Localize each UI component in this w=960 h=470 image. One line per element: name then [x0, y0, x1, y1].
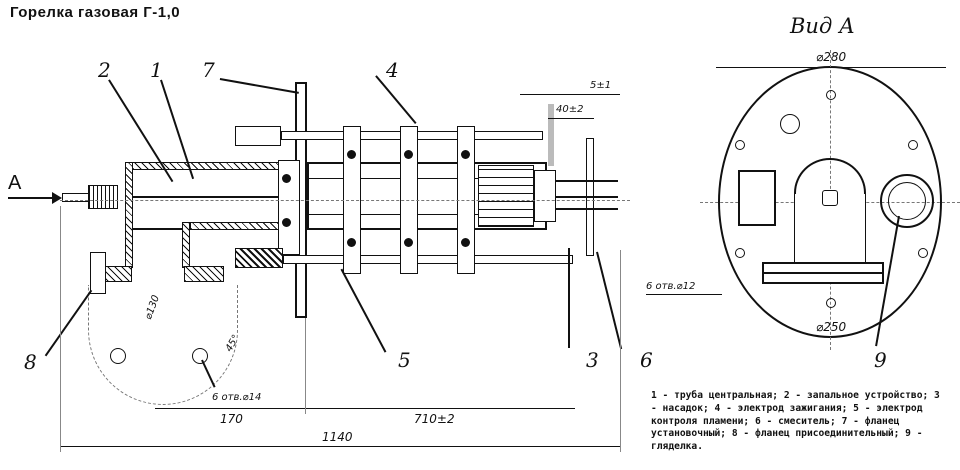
ext-right	[620, 250, 621, 452]
inlet-fitting	[88, 185, 118, 209]
elbow-wall-right	[182, 222, 190, 268]
clamp-1-bolt-bottom	[347, 238, 356, 247]
side-view: А	[8, 58, 653, 452]
mixer-rod-1	[556, 180, 618, 182]
mount-hole-2	[908, 140, 918, 150]
central-pipe-inner	[133, 196, 283, 198]
flange-hub	[278, 160, 300, 255]
dim-d280: ⌀280	[816, 50, 847, 64]
mount-hole-5	[735, 248, 745, 258]
flame-electrode-cap	[235, 248, 283, 268]
clamp-3-bolt-bottom	[461, 238, 470, 247]
dim-5-line	[520, 94, 620, 95]
mount-hole-1	[826, 90, 836, 100]
mixer-bracket	[794, 194, 866, 266]
dim-d250: ⌀250	[816, 320, 847, 334]
arrow-a-label: А	[8, 172, 22, 194]
callout-4: 4	[386, 58, 399, 82]
leader-5	[340, 268, 387, 353]
burner-tube-inner-bottom	[307, 214, 547, 215]
connection-flange-right	[184, 266, 224, 282]
dim-170: 170	[220, 412, 243, 426]
dim-1140: 1140	[322, 430, 353, 444]
callout-3: 3	[586, 348, 599, 372]
view-a: ⌀280 ⌀250	[680, 40, 960, 360]
leader-7	[219, 78, 299, 94]
mixer-rod-3	[556, 208, 618, 210]
hub-bolt-top	[282, 174, 291, 183]
drawing-title: Горелка газовая Г-1,0	[10, 4, 181, 21]
elbow-wall	[125, 162, 133, 268]
dim-710-line	[305, 408, 575, 409]
dim-5: 5±1	[590, 80, 612, 91]
bolt-circle-arc	[88, 285, 238, 405]
leader-6	[596, 251, 622, 350]
peephole-inner	[888, 182, 926, 220]
electrode-gap-gray	[548, 104, 554, 166]
leader-8	[45, 290, 93, 357]
clamp-1-bolt-top	[347, 150, 356, 159]
arrow-a-head	[52, 192, 62, 204]
hub-bolt-bottom	[282, 218, 291, 227]
dim-d280-line	[716, 67, 946, 68]
hole-right	[192, 348, 208, 364]
clamp-3-bolt-top	[461, 150, 470, 159]
mixer-nut	[822, 190, 838, 206]
mixer-block	[534, 170, 556, 222]
callout-9: 9	[874, 348, 887, 372]
electrode-box	[738, 170, 776, 226]
mount-hole-4	[826, 298, 836, 308]
leader-3	[568, 248, 570, 348]
ignition-electrode-cap	[235, 126, 281, 146]
dim-710: 710±2	[414, 412, 455, 426]
peephole-outer	[880, 174, 934, 228]
clamp-2-bolt-top	[404, 150, 413, 159]
central-pipe-wall-bottom	[190, 222, 280, 230]
hole-left	[110, 348, 126, 364]
ext-left	[60, 206, 61, 452]
holes12-leader	[646, 294, 722, 295]
base-rail-line	[764, 272, 882, 274]
nozzle	[478, 165, 534, 227]
clamp-2-bolt-bottom	[404, 238, 413, 247]
callout-8: 8	[24, 350, 37, 374]
central-pipe-wall-top	[125, 162, 280, 170]
legend: 1 - труба центральная; 2 - запальное уст…	[651, 390, 940, 453]
mixer-rod-2	[556, 196, 618, 198]
callout-6: 6	[640, 348, 653, 372]
callout-2: 2	[98, 58, 111, 82]
dim-40-line	[548, 118, 594, 119]
arrow-a-line	[8, 197, 58, 199]
mount-hole-6	[735, 140, 745, 150]
view-a-title: Вид А	[790, 14, 855, 38]
side-centre-line	[60, 200, 630, 201]
callout-5: 5	[398, 348, 411, 372]
mount-hole-3	[918, 248, 928, 258]
dim-1140-line	[60, 446, 620, 447]
dim-40: 40±2	[556, 104, 584, 115]
callout-1: 1	[150, 58, 163, 82]
dim-170-line	[155, 408, 305, 409]
inspection-hole	[780, 114, 800, 134]
flame-electrode-rod	[283, 255, 573, 264]
callout-7: 7	[202, 58, 215, 82]
dim-holes14: 6 отв.⌀14	[212, 392, 262, 403]
burner-tube-inner-top	[307, 178, 547, 179]
leader-4	[375, 75, 417, 124]
ext-flange	[305, 318, 306, 414]
dim-holes12: 6 отв.⌀12	[646, 281, 696, 292]
